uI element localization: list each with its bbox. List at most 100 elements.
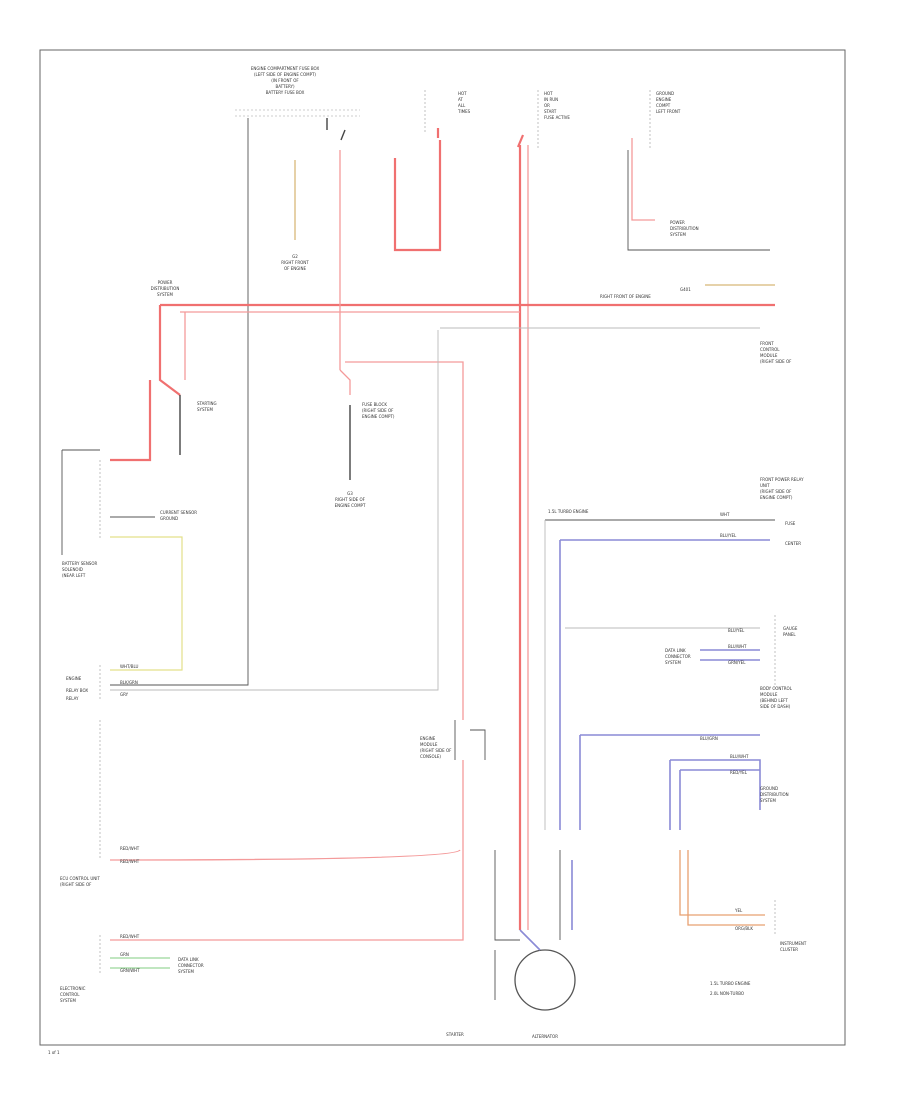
current-sensor-ground: CURRENT SENSOR GROUND [160,510,197,521]
svg-text:G3: G3 [347,491,353,496]
svg-text:CONTROL: CONTROL [760,347,780,352]
svg-text:SIDE OF DASH): SIDE OF DASH) [760,704,791,709]
svg-text:BATTERY): BATTERY) [275,84,294,89]
svg-text:1.5L TURBO ENGINE: 1.5L TURBO ENGINE [548,509,589,514]
wire-relay-to-ecs [110,760,464,941]
svg-text:MODULE: MODULE [420,742,438,747]
svg-text:2.0L NON-TURBO: 2.0L NON-TURBO [710,991,744,996]
wire-power-dist-stub [631,150,655,221]
svg-text:CONNECTOR: CONNECTOR [665,654,691,659]
svg-text:G2: G2 [292,254,298,259]
alternator-connector [494,850,561,941]
svg-text:ENGINE: ENGINE [656,97,672,102]
svg-text:ENGINE: ENGINE [420,736,436,741]
alternator-icon [514,949,576,1011]
footer-code: 1 of 1 [48,1050,60,1055]
svg-text:(RIGHT SIDE OF: (RIGHT SIDE OF [760,489,792,494]
svg-text:ENGINE COMPT): ENGINE COMPT) [760,495,793,500]
svg-text:SYSTEM: SYSTEM [197,407,213,412]
ic-wire-labels: YEL ORG/BLK [734,908,753,931]
ecm-relay-box: ENGINE RELAY BOX RELAY [66,676,88,701]
svg-text:WHT/BLU: WHT/BLU [120,664,139,669]
svg-text:PANEL: PANEL [783,632,796,637]
svg-text:GROUND: GROUND [160,516,178,521]
svg-text:SOLENOID: SOLENOID [62,567,83,572]
svg-text:CURRENT SENSOR: CURRENT SENSOR [160,510,197,515]
wire-relay-to-ecu [109,849,461,861]
svg-text:GRN/YEL: GRN/YEL [728,660,746,665]
fuse-center: FUSE CENTER [785,521,801,546]
svg-text:DATA LINK: DATA LINK [665,648,686,653]
data-link-box-2: DATA LINK CONNECTOR SYSTEM [665,648,691,665]
svg-text:BATTERY SENSOR: BATTERY SENSOR [62,561,97,566]
svg-text:SYSTEM: SYSTEM [60,998,76,1003]
wire-fuse-to-relay-box [110,118,249,686]
svg-text:GRY: GRY [120,692,129,697]
relay-switch [454,720,486,760]
svg-text:SYSTEM: SYSTEM [178,969,194,974]
front-power-relay: FRONT POWER RELAY UNIT (RIGHT SIDE OF EN… [760,477,804,500]
svg-text:CONNECTOR: CONNECTOR [178,963,204,968]
em-wire-labels: BLU/GRN BLU/WHT RED/YEL [700,736,749,775]
data-link-box: DATA LINK CONNECTOR SYSTEM [178,957,204,974]
starter-label: STARTER [446,1032,464,1037]
svg-text:ENGINE: ENGINE [66,676,82,681]
svg-text:RED/WHT: RED/WHT [120,846,140,851]
svg-text:RELAY: RELAY [66,696,79,701]
engine-module-right: ENGINE MODULE (RIGHT SIDE OF CONSOLE) [420,736,452,759]
svg-text:MODULE: MODULE [760,692,778,697]
svg-text:ECU CONTROL UNIT: ECU CONTROL UNIT [60,876,100,881]
battery-current-sensor: BATTERY SENSOR SOLENOID (NEAR LEFT [62,561,97,578]
battery-sensor-box [61,449,100,555]
gp-wire-labels: BLU/YEL BLU/WHT GRN/YEL [728,628,747,665]
svg-text:FUSE ACTIVE: FUSE ACTIVE [544,115,570,120]
ground-g3: G3 RIGHT SIDE OF ENGINE COMPT [335,491,366,508]
svg-text:STARTER: STARTER [446,1032,464,1037]
electronic-control-system: ELECTRONIC CONTROL SYSTEM [60,986,86,1003]
svg-text:1.5L TURBO ENGINE: 1.5L TURBO ENGINE [710,981,751,986]
svg-text:DISTRIBUTION: DISTRIBUTION [760,792,789,797]
svg-text:RELAY BOX: RELAY BOX [66,688,88,693]
svg-text:ENGINE COMPARTMENT FUSE BOX: ENGINE COMPARTMENT FUSE BOX [251,66,320,71]
svg-text:COMPT: COMPT [656,103,671,108]
svg-text:RED/YEL: RED/YEL [730,770,748,775]
svg-text:FUSE BLOCK: FUSE BLOCK [362,402,387,407]
svg-text:(RIGHT SIDE OF: (RIGHT SIDE OF [420,748,452,753]
wire-gray-relay [110,330,439,691]
svg-text:RIGHT FRONT OF ENGINE: RIGHT FRONT OF ENGINE [600,294,651,299]
svg-text:SYSTEM: SYSTEM [665,660,681,665]
svg-text:BATTERY FUSE BOX: BATTERY FUSE BOX [266,90,305,95]
svg-text:FUSE: FUSE [785,521,796,526]
svg-text:CLUSTER: CLUSTER [780,947,798,952]
legend: 1.5L TURBO ENGINE 2.0L NON-TURBO [710,981,751,996]
svg-text:TIMES: TIMES [457,109,471,114]
g-ground-front: G2 RIGHT FRONT OF ENGINE [281,254,309,271]
svg-text:YEL: YEL [734,908,743,913]
svg-text:GROUND: GROUND [760,786,778,791]
svg-text:1 of 1: 1 of 1 [48,1050,60,1055]
svg-text:ENGINE COMPT: ENGINE COMPT [335,503,366,508]
svg-text:BLU/YEL: BLU/YEL [728,628,745,633]
fuse-col-hot-1: HOT AT ALL TIMES [424,90,471,132]
instrument-cluster: INSTRUMENT CLUSTER [780,941,807,952]
svg-text:(IN FRONT OF: (IN FRONT OF [271,78,299,83]
top-wire-1: 1.5L TURBO ENGINE [548,509,589,514]
svg-text:G401: G401 [680,287,691,292]
fuse-col-ground: GROUND ENGINE COMPT LEFT FRONT [649,90,681,150]
wire-battery-feed [110,380,152,462]
ground-distribution-1: GROUND DISTRIBUTION SYSTEM [760,786,789,803]
svg-text:BLK/GRN: BLK/GRN [120,680,138,685]
svg-text:UNIT: UNIT [760,483,770,488]
svg-text:RED/WHT: RED/WHT [120,859,140,864]
relay-wire-labels: WHT/BLU BLK/GRN GRY [120,664,139,697]
wire-fuse-mid-connector [339,369,351,395]
svg-text:LEFT FRONT: LEFT FRONT [656,109,681,114]
diagram-frame [39,49,846,1046]
ecs-wire-labels: RED/WHT GRN GRN/WHT [120,934,140,973]
body-control-module-right: BODY CONTROL MODULE (BEHIND LEFT SIDE OF… [760,686,793,709]
svg-text:BODY CONTROL: BODY CONTROL [760,686,793,691]
bus-labels: RIGHT FRONT OF ENGINE G401 [600,287,691,299]
svg-text:BLU/WHT: BLU/WHT [728,644,747,649]
svg-text:OF ENGINE: OF ENGINE [284,266,307,271]
wire-ground-right [627,150,770,251]
